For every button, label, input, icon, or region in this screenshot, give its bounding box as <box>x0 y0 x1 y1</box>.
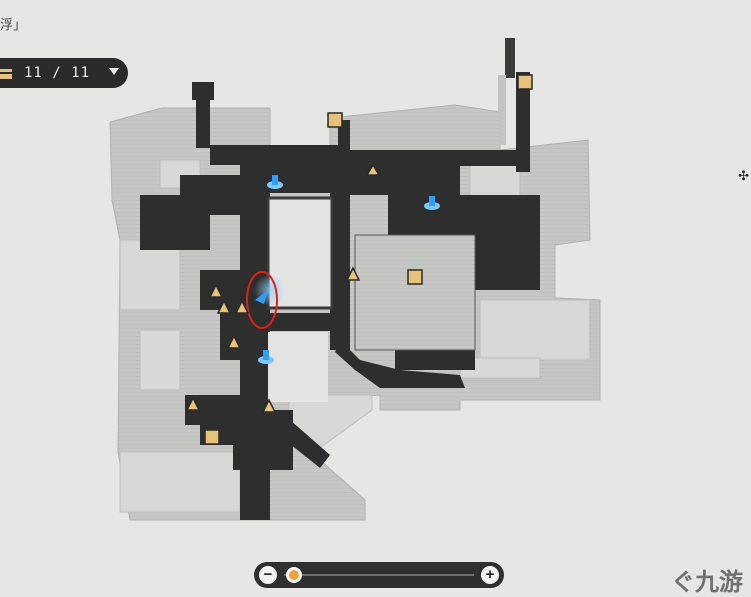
collection-count: 11 / 11 <box>24 65 91 81</box>
exit-door-icon[interactable] <box>327 112 343 128</box>
item-bag-icon[interactable] <box>345 266 361 281</box>
zoom-thumb[interactable] <box>285 567 302 583</box>
item-bag-icon[interactable] <box>261 398 277 413</box>
collection-counter-dropdown[interactable]: 11 / 11 <box>0 58 128 88</box>
chevron-down-icon[interactable] <box>109 68 119 75</box>
map-hall-stripes <box>354 234 476 351</box>
zoom-out-button[interactable]: − <box>259 566 277 584</box>
expand-arrows-icon[interactable]: ✣ <box>738 168 749 183</box>
item-bag-icon[interactable] <box>208 283 224 298</box>
exit-door-icon[interactable] <box>407 269 423 285</box>
space-anchor-icon[interactable] <box>267 175 283 189</box>
item-bag-icon[interactable] <box>226 334 242 349</box>
space-anchor-icon[interactable] <box>258 350 274 364</box>
item-bag-icon[interactable] <box>234 299 250 314</box>
zoom-in-button[interactable]: + <box>481 566 499 584</box>
watermark-text: 九游 <box>695 568 743 596</box>
zoom-slider[interactable]: − + <box>254 562 504 588</box>
map-spire-base <box>498 75 506 145</box>
region-title-fragment: 浮」 <box>0 18 27 33</box>
nine-game-logo: ぐ <box>671 568 695 596</box>
map-spire <box>505 38 515 78</box>
exit-door-icon[interactable] <box>517 74 533 90</box>
item-bag-icon[interactable] <box>185 396 201 411</box>
zoom-track[interactable] <box>284 574 474 576</box>
item-bag-icon[interactable] <box>365 163 381 176</box>
watermark-logo: ぐ九游 <box>671 562 743 597</box>
player-highlight-circle <box>246 271 278 329</box>
item-bag-icon[interactable] <box>216 299 232 314</box>
exit-door-icon[interactable] <box>204 429 220 445</box>
chest-icon <box>0 69 12 79</box>
player-arrow-icon <box>255 290 268 304</box>
space-anchor-icon[interactable] <box>424 196 440 210</box>
